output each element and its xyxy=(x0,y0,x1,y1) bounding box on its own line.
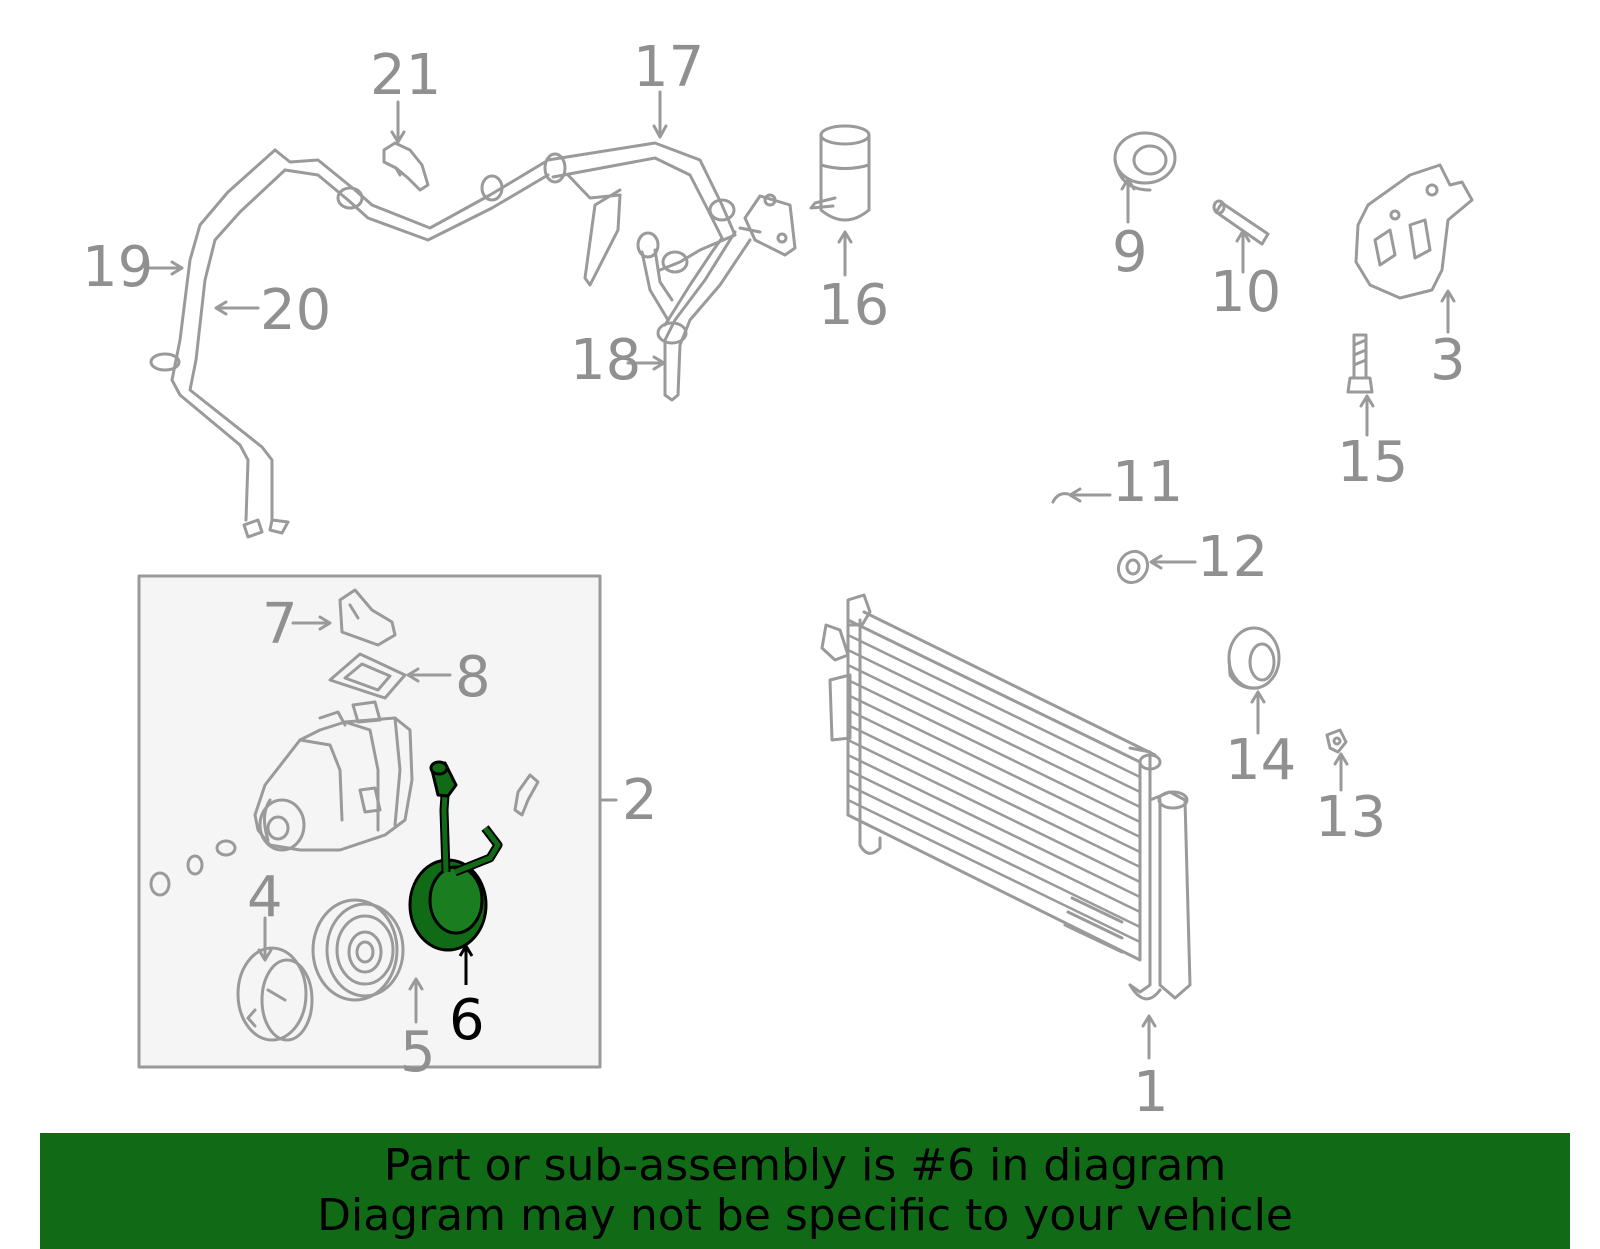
washer-12 xyxy=(1116,549,1150,585)
callout-7[interactable]: 7 xyxy=(262,592,298,657)
hub-4 xyxy=(236,946,314,1042)
compressor-assembly-box xyxy=(137,574,602,1069)
callout-11[interactable]: 11 xyxy=(1112,450,1184,515)
callout-3[interactable]: 3 xyxy=(1430,328,1466,393)
callout-15[interactable]: 15 xyxy=(1337,430,1409,495)
callout-5[interactable]: 5 xyxy=(400,1020,436,1085)
callout-6[interactable]: 6 xyxy=(449,988,485,1053)
callout-16[interactable]: 16 xyxy=(818,273,890,338)
callout-21[interactable]: 21 xyxy=(370,43,442,108)
mount-14 xyxy=(1227,626,1281,690)
callout-19[interactable]: 19 xyxy=(82,235,154,300)
callout-2[interactable]: 2 xyxy=(622,768,658,833)
clip-13 xyxy=(1325,728,1348,754)
bushing-9 xyxy=(1113,131,1177,192)
bracket-21 xyxy=(382,141,430,192)
clutch-coil-6[interactable] xyxy=(408,760,503,952)
callout-12[interactable]: 12 xyxy=(1197,525,1269,590)
compressor xyxy=(253,700,414,852)
callout-18[interactable]: 18 xyxy=(570,328,642,393)
bolt-15 xyxy=(1346,333,1374,394)
leader-lines xyxy=(146,90,1456,1060)
banner-line-2: Diagram may not be specific to your vehi… xyxy=(317,1190,1293,1241)
banner-line-1: Part or sub-assembly is #6 in diagram xyxy=(383,1140,1227,1191)
callout-17[interactable]: 17 xyxy=(633,35,705,100)
hose-17-18 xyxy=(543,141,797,402)
info-banner: Part or sub-assembly is #6 in diagram Di… xyxy=(40,1133,1570,1249)
callout-14[interactable]: 14 xyxy=(1225,728,1297,793)
parts-diagram xyxy=(137,90,1474,1069)
bracket-3 xyxy=(1354,163,1474,300)
gasket-8 xyxy=(328,652,407,700)
hose-19-20 xyxy=(149,148,550,539)
bracket-7 xyxy=(338,588,397,647)
pin-10 xyxy=(1212,199,1270,246)
clip-11 xyxy=(1051,492,1070,504)
callout-4[interactable]: 4 xyxy=(247,865,283,930)
callout-8[interactable]: 8 xyxy=(455,645,491,710)
callout-20[interactable]: 20 xyxy=(260,278,332,343)
callout-13[interactable]: 13 xyxy=(1315,785,1387,850)
receiver-drier-16 xyxy=(809,124,871,222)
callout-10[interactable]: 10 xyxy=(1210,260,1282,325)
callout-1[interactable]: 1 xyxy=(1133,1060,1169,1125)
leader-6 xyxy=(458,943,474,985)
compressor-fittings xyxy=(149,773,540,897)
pulley-5 xyxy=(311,898,405,1002)
callout-9[interactable]: 9 xyxy=(1112,220,1148,285)
condenser-1 xyxy=(820,593,1192,1001)
